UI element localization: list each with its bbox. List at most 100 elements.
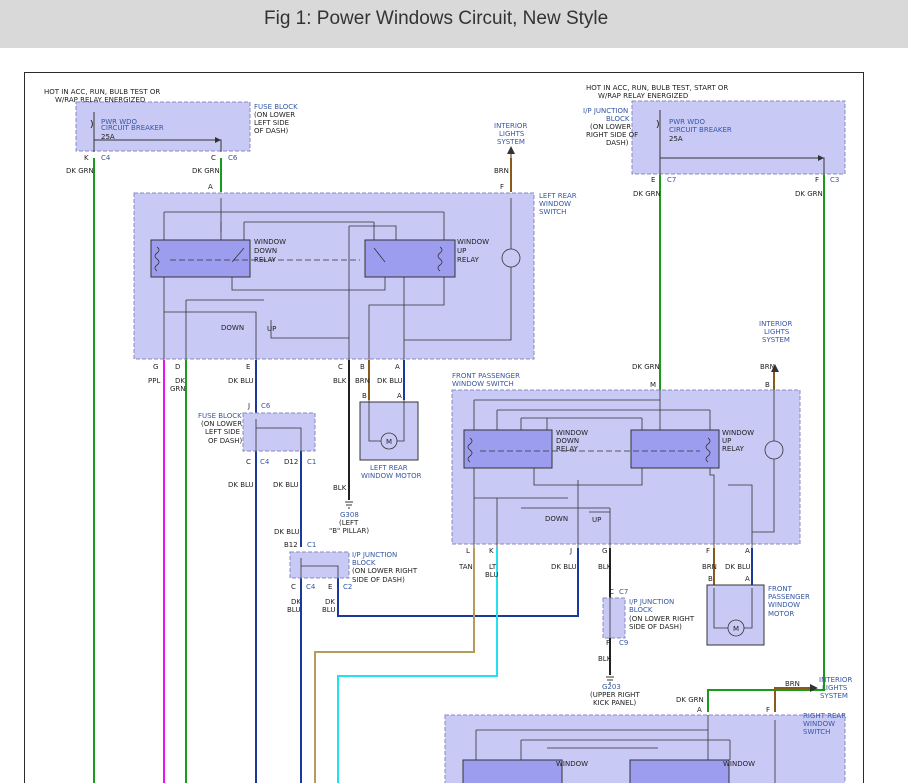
labels: HOT IN ACC, RUN, BULB TEST OR W/RAP RELA… — [44, 84, 852, 768]
window-rr-2: WINDOW — [723, 760, 755, 768]
ipj-block-top-right — [631, 100, 846, 175]
ipj-top-1: I/P JUNCTION — [583, 107, 628, 115]
ipj-top-2: BLOCK — [606, 115, 630, 123]
ipj-low-3: (ON LOWER RIGHT — [629, 615, 695, 623]
amp-2: 25A — [669, 135, 683, 143]
fpwm-2: PASSENGER — [768, 593, 810, 601]
dk-label-lr: DK — [175, 377, 185, 385]
conn-c2: C2 — [343, 583, 352, 591]
conn-c3: C3 — [830, 176, 839, 184]
pin-a-lr: A — [395, 363, 400, 371]
conn-c1-low: C1 — [307, 541, 316, 549]
pin-j-c6: J — [247, 402, 250, 410]
brn-1: BRN — [494, 167, 509, 175]
dk-grn-rr: DK GRN — [676, 696, 704, 704]
fpws-2: WINDOW SWITCH — [452, 380, 514, 388]
pin-b-lr: B — [360, 363, 365, 371]
ground-symbols — [345, 501, 614, 684]
conn-c7-low: C7 — [619, 588, 628, 596]
dk-c4: DK — [291, 598, 301, 606]
dk-blu-mid-2: DK BLU — [273, 481, 299, 489]
ipj-low-1: I/P JUNCTION — [629, 598, 674, 606]
wdr-lr-2: DOWN — [254, 247, 277, 255]
dk-blu-lr-e: DK BLU — [228, 377, 254, 385]
ipj-mid-4: SIDE OF DASH) — [352, 576, 405, 584]
fuse-block-2: FUSE BLOCK — [198, 412, 242, 420]
dk-blu-lr-a: DK BLU — [377, 377, 403, 385]
pin-c-c7-low: C — [609, 588, 614, 596]
blu-label-lt: BLU — [485, 571, 498, 579]
window-down-relay-fp — [463, 429, 553, 469]
window-up-relay-fp — [630, 429, 720, 469]
pin-e-lr: E — [246, 363, 250, 371]
pin-f-rr: F — [766, 706, 770, 714]
pin-d-lr: D — [175, 363, 180, 371]
wdr-lr-3: RELAY — [254, 256, 277, 264]
component-boxes — [75, 100, 846, 783]
fuse-block-label: FUSE BLOCK — [254, 103, 298, 111]
grn-label-lr: GRN — [170, 385, 186, 393]
conn-c4-low: C4 — [306, 583, 316, 591]
conn-c1-mid: C1 — [307, 458, 316, 466]
pin-f-c9: F — [606, 639, 610, 647]
pin-d12: D12 — [284, 458, 298, 466]
pin-l: L — [466, 547, 470, 555]
wur-fp-3: RELAY — [722, 445, 745, 453]
interior-3a: INTERIOR — [819, 676, 852, 684]
pin-b-fpm: B — [708, 575, 713, 583]
left-rear-window-motor — [359, 401, 419, 461]
fpwm-4: MOTOR — [768, 610, 794, 618]
blk-fp-g: BLK — [598, 563, 612, 571]
wdr-fp-2: DOWN — [556, 437, 579, 445]
wur-lr-2: UP — [457, 247, 466, 255]
dk-blu-mid-1: DK BLU — [228, 481, 254, 489]
pin-f-c3: F — [815, 176, 819, 184]
pin-k-fp: K — [489, 547, 494, 555]
circuit-breaker-2: CIRCUIT BREAKER — [669, 126, 732, 134]
pin-a-motor: A — [397, 392, 402, 400]
pin-k: K — [84, 154, 89, 162]
window-down-relay-lr — [150, 239, 251, 278]
internal-lines — [154, 198, 784, 783]
down-fp: DOWN — [545, 515, 568, 523]
lrws-1: LEFT REAR — [539, 192, 577, 200]
wire-brn-rr — [774, 687, 810, 712]
ipj-low-4: SIDE OF DASH) — [629, 623, 682, 631]
ipj-block-mid — [289, 551, 350, 579]
pin-f-fp: F — [706, 547, 710, 555]
pin-a-rr: A — [697, 706, 702, 714]
ipj-top-5: DASH) — [606, 139, 629, 147]
interior-1b: LIGHTS — [499, 130, 525, 138]
rrws-1: RIGHT REAR — [803, 712, 846, 720]
interior-3b: LIGHTS — [822, 684, 848, 692]
lrwm-1: LEFT REAR — [370, 464, 408, 472]
motor-m-fp: M — [733, 625, 739, 633]
pin-c-c4-mid: C — [246, 458, 251, 466]
conn-c7: C7 — [667, 176, 676, 184]
brn-lr-b: BRN — [355, 377, 370, 385]
brn-rr: BRN — [785, 680, 800, 688]
fuse-block-2d: OF DASH) — [208, 437, 243, 445]
g203: G203 — [602, 683, 621, 691]
figure-title: Fig 1: Power Windows Circuit, New Style — [264, 8, 609, 29]
pin-e-c2: E — [328, 583, 332, 591]
lrwm-2: WINDOW MOTOR — [361, 472, 422, 480]
dk-grn-4: DK GRN — [795, 190, 823, 198]
rrws-2: WINDOW — [803, 720, 835, 728]
pin-a-fp: A — [745, 547, 750, 555]
dk-blu-fp-j: DK BLU — [551, 563, 577, 571]
lt-label: LT — [489, 563, 497, 571]
ppl-label: PPL — [148, 377, 160, 385]
fuse-block-2c: LEFT SIDE — [205, 428, 240, 436]
window-rr-1: WINDOW — [556, 760, 588, 768]
circuit-breaker-1: CIRCUIT BREAKER — [101, 124, 164, 132]
amp-1: 25A — [101, 133, 115, 141]
interior-2a: INTERIOR — [759, 320, 792, 328]
wire-tan — [314, 548, 475, 783]
blk-c9: BLK — [598, 655, 612, 663]
ipj-mid-2: BLOCK — [352, 559, 376, 567]
fuse-block-label-c: LEFT SIDE — [254, 119, 289, 127]
conn-c6-top: C6 — [228, 154, 238, 162]
brn-fp-top: BRN — [760, 363, 775, 371]
